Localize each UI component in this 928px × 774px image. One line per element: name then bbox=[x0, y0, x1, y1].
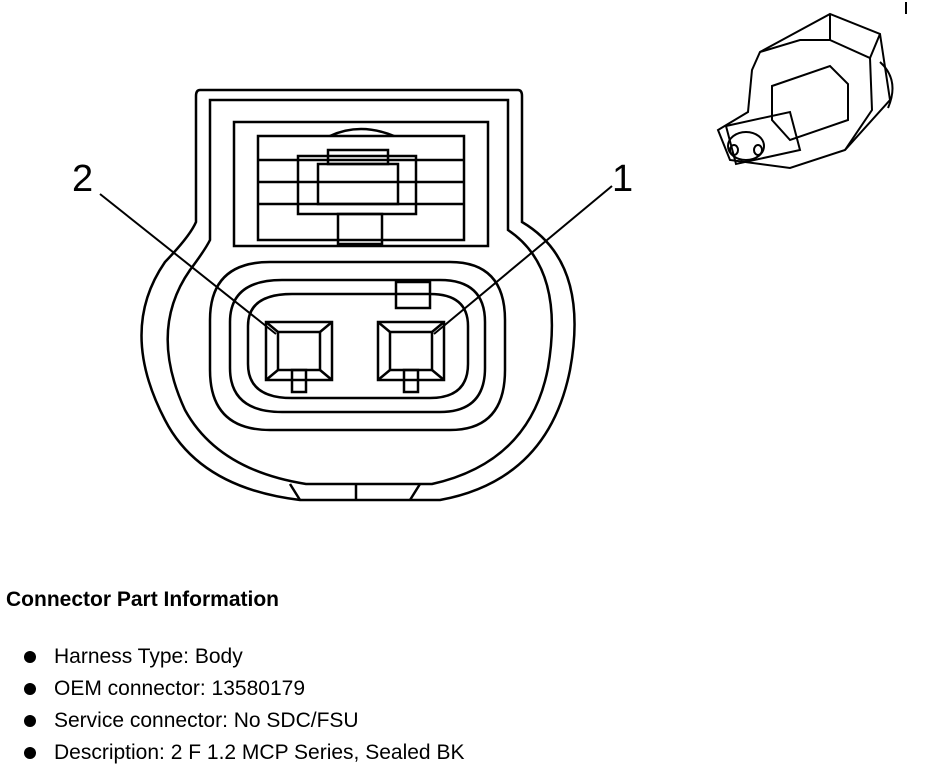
bullet-icon bbox=[24, 683, 36, 695]
connector-info-list: Harness Type: Body OEM connector: 135801… bbox=[0, 641, 464, 769]
bullet-icon bbox=[24, 747, 36, 759]
pin-1-leader bbox=[433, 185, 613, 335]
latch-inner bbox=[256, 134, 466, 242]
pin-2-terminal bbox=[264, 320, 334, 394]
oem-connector-text: OEM connector: 13580179 bbox=[54, 677, 305, 700]
cavity-ring-inner bbox=[228, 278, 487, 414]
connector-info-heading: Connector Part Information bbox=[6, 588, 280, 611]
harness-type-text: Harness Type: Body bbox=[54, 645, 243, 668]
pin-1-terminal bbox=[376, 320, 446, 394]
latch-frame bbox=[232, 120, 490, 248]
cavity-window bbox=[246, 292, 470, 400]
bottom-notch bbox=[288, 483, 422, 501]
key-slot bbox=[394, 280, 432, 310]
pin-2-label: 2 bbox=[72, 158, 94, 200]
pin-2-leader bbox=[99, 193, 277, 335]
list-item-description: Description: 2 F 1.2 MCP Series, Sealed … bbox=[0, 737, 464, 769]
description-text: Description: 2 F 1.2 MCP Series, Sealed … bbox=[54, 741, 465, 764]
connector-outer-body bbox=[140, 88, 576, 502]
service-connector-text: Service connector: No SDC/FSU bbox=[54, 709, 359, 732]
list-item-service-connector: Service connector: No SDC/FSU bbox=[0, 705, 464, 737]
cavity-ring-outer bbox=[208, 260, 507, 432]
bullet-icon bbox=[24, 715, 36, 727]
connector-iso-view bbox=[716, 2, 907, 170]
bullet-icon bbox=[24, 651, 36, 663]
pin-1-label: 1 bbox=[612, 158, 634, 200]
list-item-harness-type: Harness Type: Body bbox=[0, 641, 464, 673]
list-item-oem-connector: OEM connector: 13580179 bbox=[0, 673, 464, 705]
connector-inner-outline bbox=[166, 98, 554, 486]
